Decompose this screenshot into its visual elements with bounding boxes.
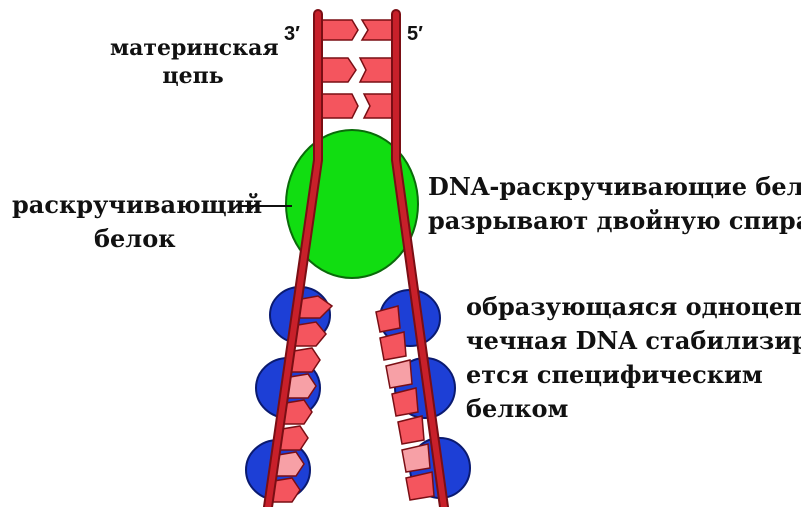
left-strand-bases	[267, 295, 334, 503]
ssb-description-line: чечная DNA стабилизиру-	[466, 326, 801, 355]
base-pair	[319, 57, 395, 83]
ssb-description-line: ется специфическим	[466, 360, 763, 389]
ssb-description: образующаяся одноцепо- чечная DNA стабил…	[466, 290, 801, 426]
end-5-label: 5′	[407, 23, 423, 45]
helicase-description: DNA-раскручивающие белки разрывают двойн…	[428, 170, 801, 238]
base-pair	[319, 19, 395, 41]
helicase-description-line: разрывают двойную спираль	[428, 206, 801, 235]
base-pair	[319, 93, 395, 119]
helicase-label-line: раскручивающий	[12, 190, 263, 219]
helicase-description-line: DNA-раскручивающие белки	[428, 172, 801, 201]
backbone-left	[265, 11, 321, 507]
helicase-label: раскручивающий белок	[12, 188, 262, 256]
base-pair	[375, 305, 401, 333]
ssb-description-line: образующаяся одноцепо-	[466, 292, 801, 321]
base-pair	[405, 471, 435, 501]
base-pair	[401, 443, 431, 473]
parent-strand-label: материнская цепь	[110, 34, 279, 90]
backbones	[263, 9, 449, 507]
base-pair	[397, 415, 425, 445]
base-pair	[385, 359, 413, 389]
helicase-label-line: белок	[94, 224, 176, 253]
parent-strand-label-line: материнская	[110, 35, 279, 61]
ssb-description-line: белком	[466, 394, 569, 423]
base-pair	[391, 387, 419, 417]
parent-duplex-bases	[319, 19, 395, 119]
right-strand-bases	[375, 305, 435, 501]
parent-strand-label-line: цепь	[162, 63, 224, 89]
base-pair	[379, 331, 407, 361]
backbone-right	[393, 11, 447, 507]
end-3-label: 3′	[284, 23, 300, 45]
